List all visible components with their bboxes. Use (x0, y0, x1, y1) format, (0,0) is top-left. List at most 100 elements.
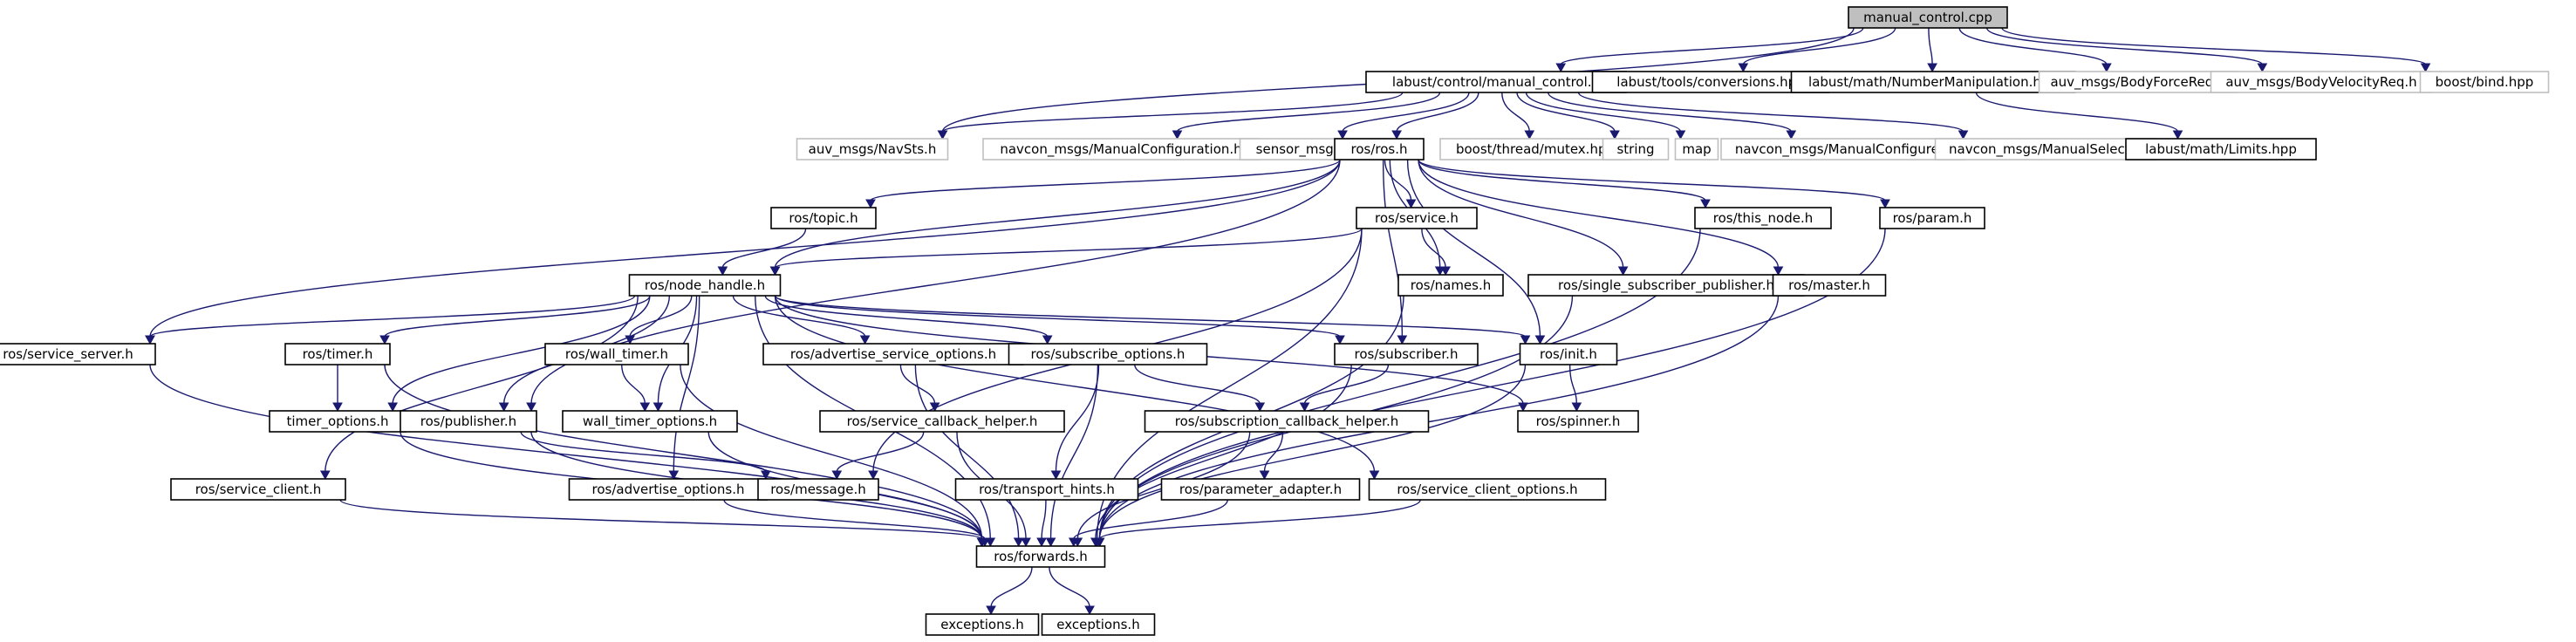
node-ros-subscription-cb-helper[interactable]: ros/subscription_callback_helper.h (1144, 410, 1430, 433)
node-labust-numbermanip[interactable]: labust/math/NumberManipulation.hpp (1790, 71, 2076, 93)
node-label: ros/service_client.h (195, 482, 322, 498)
node-ros-service-client-opts[interactable]: ros/service_client_options.h (1368, 478, 1607, 501)
edge-ros-adv-service-opts-to-ros-forwards (914, 364, 1020, 540)
node-labust-limits[interactable]: labust/math/Limits.hpp (2125, 138, 2317, 160)
node-ros-topic[interactable]: ros/topic.h (770, 207, 877, 229)
node-exceptions-1[interactable]: exceptions.h (925, 613, 1040, 636)
node-label: ros/service.h (1375, 210, 1459, 226)
node-box (982, 138, 1260, 160)
node-ros-message[interactable]: ros/message.h (757, 478, 879, 501)
edge-labust-manual-control-h-to-navcon-manualconfigure (1548, 92, 1792, 133)
node-ros-init[interactable]: ros/init.h (1519, 343, 1618, 365)
node-label: ros/subscribe_options.h (1031, 346, 1186, 363)
node-ros-transport-hints[interactable]: ros/transport_hints.h (954, 478, 1139, 501)
edge-ros-service-client-opts-to-ros-forwards (1098, 499, 1421, 540)
node-label: labust/tools/conversions.hpp (1616, 74, 1804, 90)
node-ros-service-server[interactable]: ros/service_server.h (0, 343, 156, 365)
edge-arrowhead (1050, 470, 1062, 481)
node-ros-parameter-adapter[interactable]: ros/parameter_adapter.h (1160, 478, 1361, 501)
edge-arrowhead (526, 402, 536, 413)
node-label: ros/service_server.h (3, 346, 133, 363)
node-ros-forwards[interactable]: ros/forwards.h (975, 545, 1106, 568)
node-ros-node-handle[interactable]: ros/node_handle.h (628, 274, 782, 297)
edge-labust-numbermanip-to-labust-limits (1975, 92, 2179, 133)
edge-ros-h-to-ros-single-sub-pub (1418, 159, 1624, 269)
node-label: ros/spinner.h (1536, 413, 1621, 429)
node-ros-advertise-opts[interactable]: ros/advertise_options.h (568, 478, 769, 501)
node-wall-timer-options[interactable]: wall_timer_options.h (562, 410, 738, 433)
node-box (1934, 138, 2157, 160)
node-box (1879, 207, 1985, 229)
node-box (1008, 343, 1208, 365)
edge-arrowhead (1397, 335, 1408, 345)
node-label: map (1682, 141, 1711, 157)
node-box (562, 410, 738, 433)
node-ros-adv-service-opts[interactable]: ros/advertise_service_options.h (762, 343, 1024, 365)
node-box (1772, 274, 1887, 297)
edge-arrowhead (379, 335, 390, 345)
edge-ros-subscribe-opts-to-ros-forwards (1049, 364, 1099, 540)
node-map: map (1674, 138, 1719, 160)
edge-arrowhead (1524, 130, 1535, 140)
node-labust-conversions[interactable]: labust/tools/conversions.hpp (1591, 71, 1830, 93)
edge-arrowhead (769, 266, 781, 277)
edge-arrowhead (1013, 537, 1024, 548)
node-ros-timer[interactable]: ros/timer.h (284, 343, 391, 365)
node-ros-subscriber[interactable]: ros/subscriber.h (1334, 343, 1479, 365)
node-box (770, 207, 877, 229)
node-ros-h[interactable]: ros/ros.h (1334, 138, 1425, 160)
node-exceptions-2[interactable]: exceptions.h (1041, 613, 1156, 636)
node-timer-options[interactable]: timer_options.h (269, 410, 407, 433)
node-label: ros/parameter_adapter.h (1179, 482, 1342, 498)
edge-arrowhead (761, 470, 771, 481)
edge-arrowhead (1094, 537, 1105, 548)
edge-ros-h-to-ros-init (1406, 159, 1541, 338)
node-labust-manual-control-h[interactable]: labust/control/manual_control.h (1365, 71, 1627, 93)
node-ros-service-client[interactable]: ros/service_client.h (170, 478, 346, 501)
edge-ros-init-to-ros-forwards (1098, 364, 1527, 540)
node-box (1334, 343, 1479, 365)
edge-arrowhead (1259, 470, 1270, 481)
edge-ros-master-to-ros-forwards (1098, 295, 1780, 540)
edge-arrowhead (831, 470, 843, 481)
edge-arrowhead (319, 470, 331, 481)
edge-arrowhead (1335, 335, 1345, 345)
node-ros-service[interactable]: ros/service.h (1356, 207, 1478, 229)
edge-arrowhead (1927, 63, 1937, 73)
node-ros-param[interactable]: ros/param.h (1879, 207, 1985, 229)
node-label: navcon_msgs/ManualConfigure.h (1735, 141, 1951, 158)
edge-arrowhead (653, 402, 664, 413)
node-navcon-manualconfigure: navcon_msgs/ManualConfigure.h (1720, 138, 1966, 160)
node-ros-publisher[interactable]: ros/publisher.h (400, 410, 537, 433)
node-label: ros/init.h (1540, 346, 1597, 362)
node-box (1519, 343, 1618, 365)
node-label: ros/advertise_service_options.h (790, 346, 996, 363)
node-ros-single-sub-pub[interactable]: ros/single_subscriber_publisher.h (1527, 274, 1805, 297)
edge-arrowhead (2420, 63, 2431, 73)
node-ros-master[interactable]: ros/master.h (1772, 274, 1887, 297)
node-ros-spinner[interactable]: ros/spinner.h (1517, 410, 1639, 433)
edge-arrowhead (1571, 402, 1582, 413)
node-box (1144, 410, 1430, 433)
node-ros-service-cb-helper[interactable]: ros/service_callback_helper.h (819, 410, 1065, 433)
edge-ros-h-to-ros-topic (870, 159, 1341, 201)
node-label: ros/ros.h (1351, 141, 1408, 157)
edge-arrowhead (1958, 130, 1969, 140)
node-ros-names[interactable]: ros/names.h (1397, 274, 1504, 297)
node-label: boost/bind.hpp (2436, 74, 2534, 90)
node-ros-this-node[interactable]: ros/this_node.h (1694, 207, 1832, 229)
edge-arrowhead (1084, 605, 1095, 616)
node-ros-subscribe-opts[interactable]: ros/subscribe_options.h (1008, 343, 1208, 365)
node-box (568, 478, 769, 501)
node-navcon-manualconfig: navcon_msgs/ManualConfiguration.h (982, 138, 1260, 160)
node-ros-wall-timer[interactable]: ros/wall_timer.h (544, 343, 689, 365)
node-label: ros/wall_timer.h (565, 346, 668, 363)
node-label: auv_msgs/BodyForceReq.h (2050, 74, 2225, 91)
edge-labust-manual-control-h-to-boost-mutex (1501, 92, 1530, 133)
edge-arrowhead (1021, 537, 1031, 548)
edge-arrowhead (1068, 537, 1079, 548)
edge-arrowhead (929, 402, 940, 413)
edge-arrowhead (1534, 335, 1546, 345)
edge-arrowhead (1391, 130, 1402, 140)
node-label: exceptions.h (1056, 617, 1139, 632)
